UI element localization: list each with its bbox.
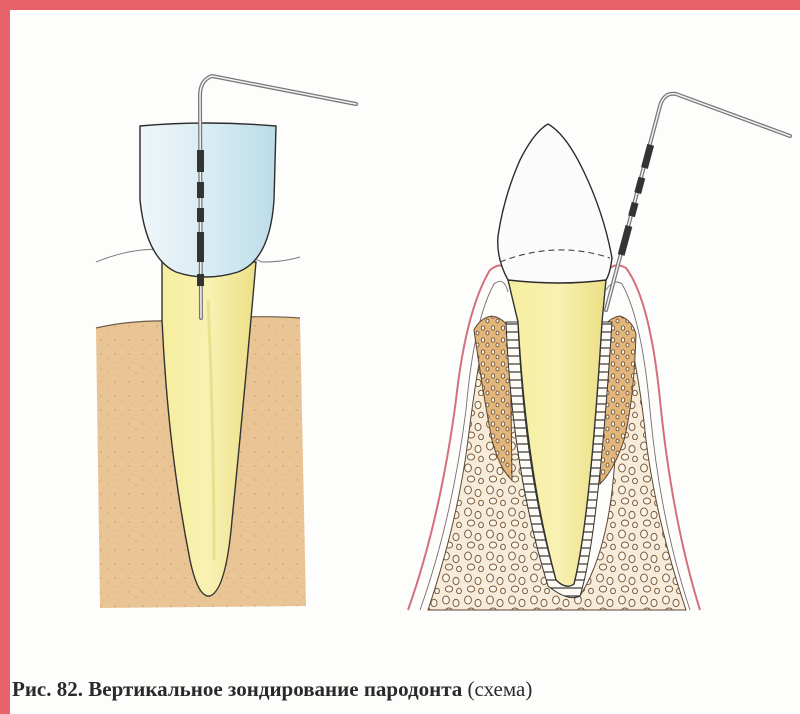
caption-lead: Рис. 82. Вертикальное зондирование парод… bbox=[12, 677, 462, 701]
right-tooth-crown bbox=[498, 124, 612, 283]
left-tooth-diagram bbox=[96, 76, 356, 608]
left-tooth-crown bbox=[140, 123, 276, 277]
figure-caption: Рис. 82. Вертикальное зондирование парод… bbox=[12, 676, 798, 702]
caption-note: (схема) bbox=[468, 677, 533, 701]
right-tooth-diagram bbox=[408, 94, 790, 610]
right-periodontal-probe bbox=[606, 94, 790, 310]
